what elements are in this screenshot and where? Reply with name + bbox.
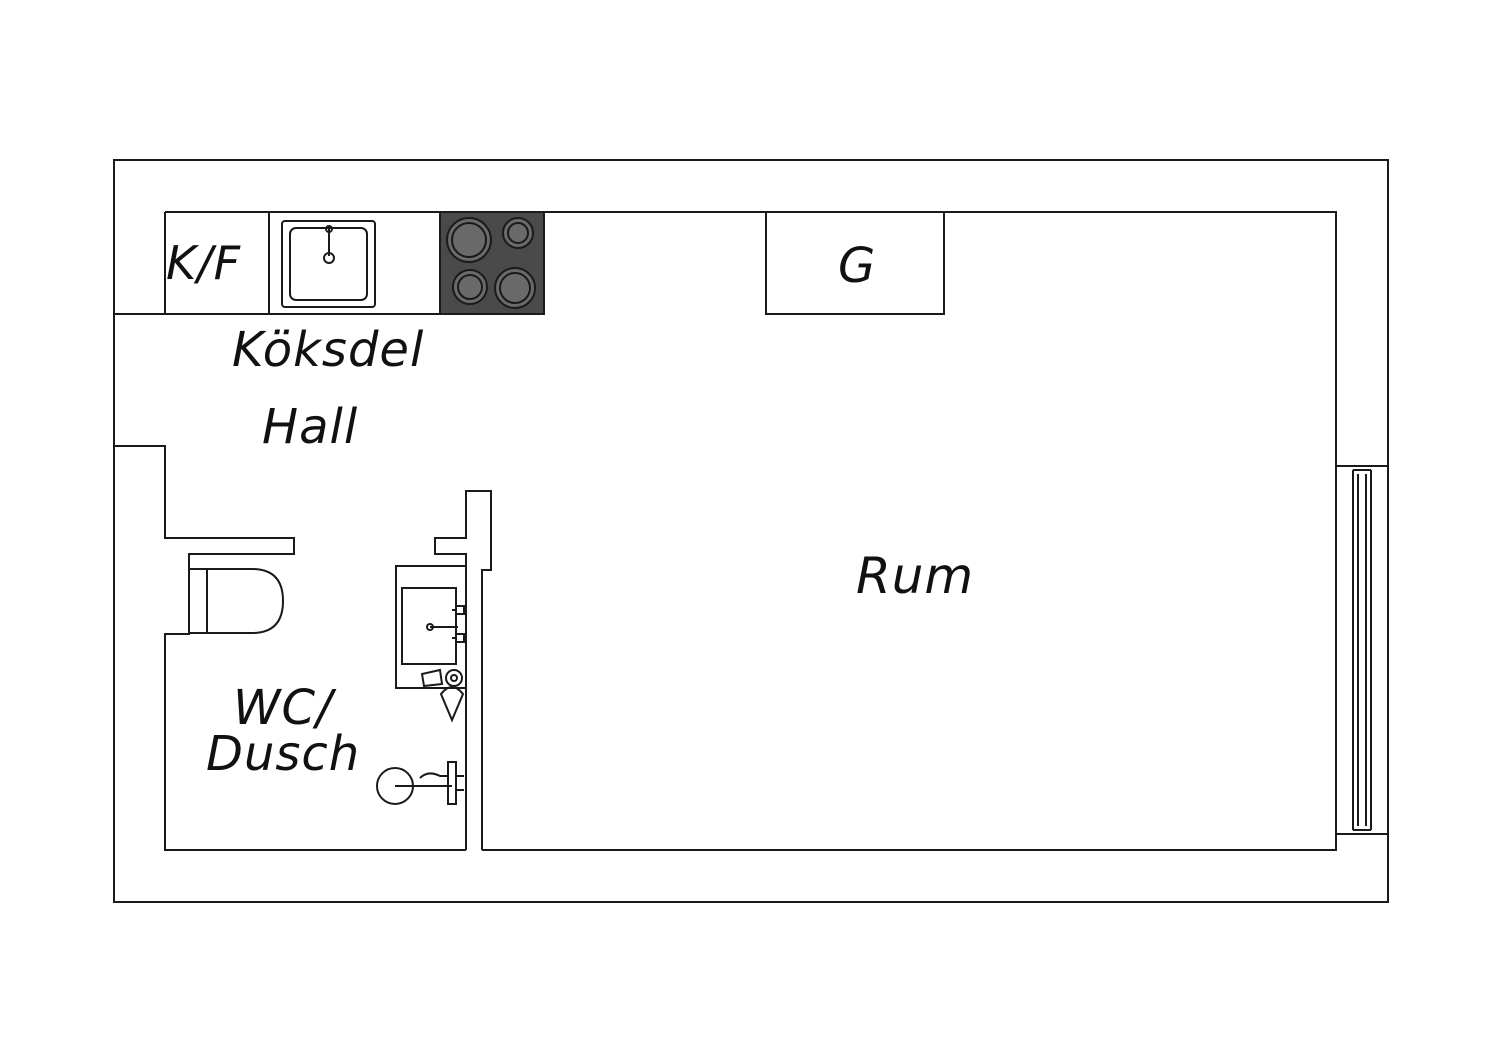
label-wc-dusch: WC/ Dusch [206, 680, 361, 782]
wardrobe [765, 211, 945, 315]
label-wc-line1: WC/ [233, 680, 334, 736]
label-kf: K/F [166, 236, 242, 290]
window [1336, 465, 1388, 835]
stove-icon [439, 211, 545, 315]
label-koksdel: Köksdel [232, 322, 425, 378]
label-rum: Rum [856, 547, 975, 605]
bathroom-outline [114, 445, 466, 851]
label-wardrobe: G [838, 238, 877, 294]
hall-partition-wall [434, 490, 492, 850]
label-wc-line2: Dusch [206, 725, 361, 782]
tap-icon [420, 668, 465, 723]
shower-icon [376, 761, 464, 805]
outer-wall [113, 159, 1389, 903]
toilet-icon [188, 568, 285, 634]
label-hall: Hall [262, 399, 359, 455]
washbasin-icon [395, 565, 467, 689]
room-rum-outline [482, 211, 1337, 851]
kitchen-counter [114, 211, 544, 315]
kitchen-sink-icon [281, 220, 376, 308]
